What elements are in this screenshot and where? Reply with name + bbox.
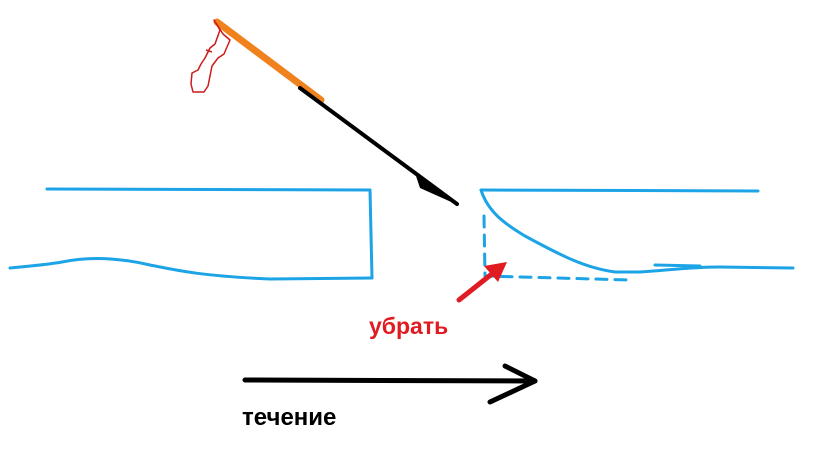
ice-removed-outline <box>482 214 632 282</box>
flow-arrow-shaft <box>242 377 538 384</box>
ice-right-sloped-edge <box>479 188 642 274</box>
flow-label: течение <box>242 404 337 431</box>
ice-left-cut-edge <box>368 188 374 280</box>
red-arrow-head <box>484 262 507 282</box>
red-arrow-shaft <box>456 270 496 303</box>
ice-right-bottom-fragment <box>653 263 702 268</box>
rod-tip <box>414 170 458 205</box>
ice-left-top-edge <box>45 187 372 192</box>
right-arrow-icon <box>242 363 538 405</box>
remove-label: убрать <box>369 313 449 339</box>
rod-handle <box>213 18 325 104</box>
red-arrow-icon <box>456 262 507 303</box>
ice-right-bottom-edge <box>638 265 795 274</box>
fishing-rod <box>213 18 459 206</box>
ice-left <box>8 187 374 281</box>
ice-right-top-edge <box>479 188 760 193</box>
ice-left-bottom-edge <box>8 256 374 281</box>
ice-right <box>479 188 795 282</box>
hand-outline-icon <box>190 19 231 93</box>
flow-arrow-head <box>487 363 538 405</box>
